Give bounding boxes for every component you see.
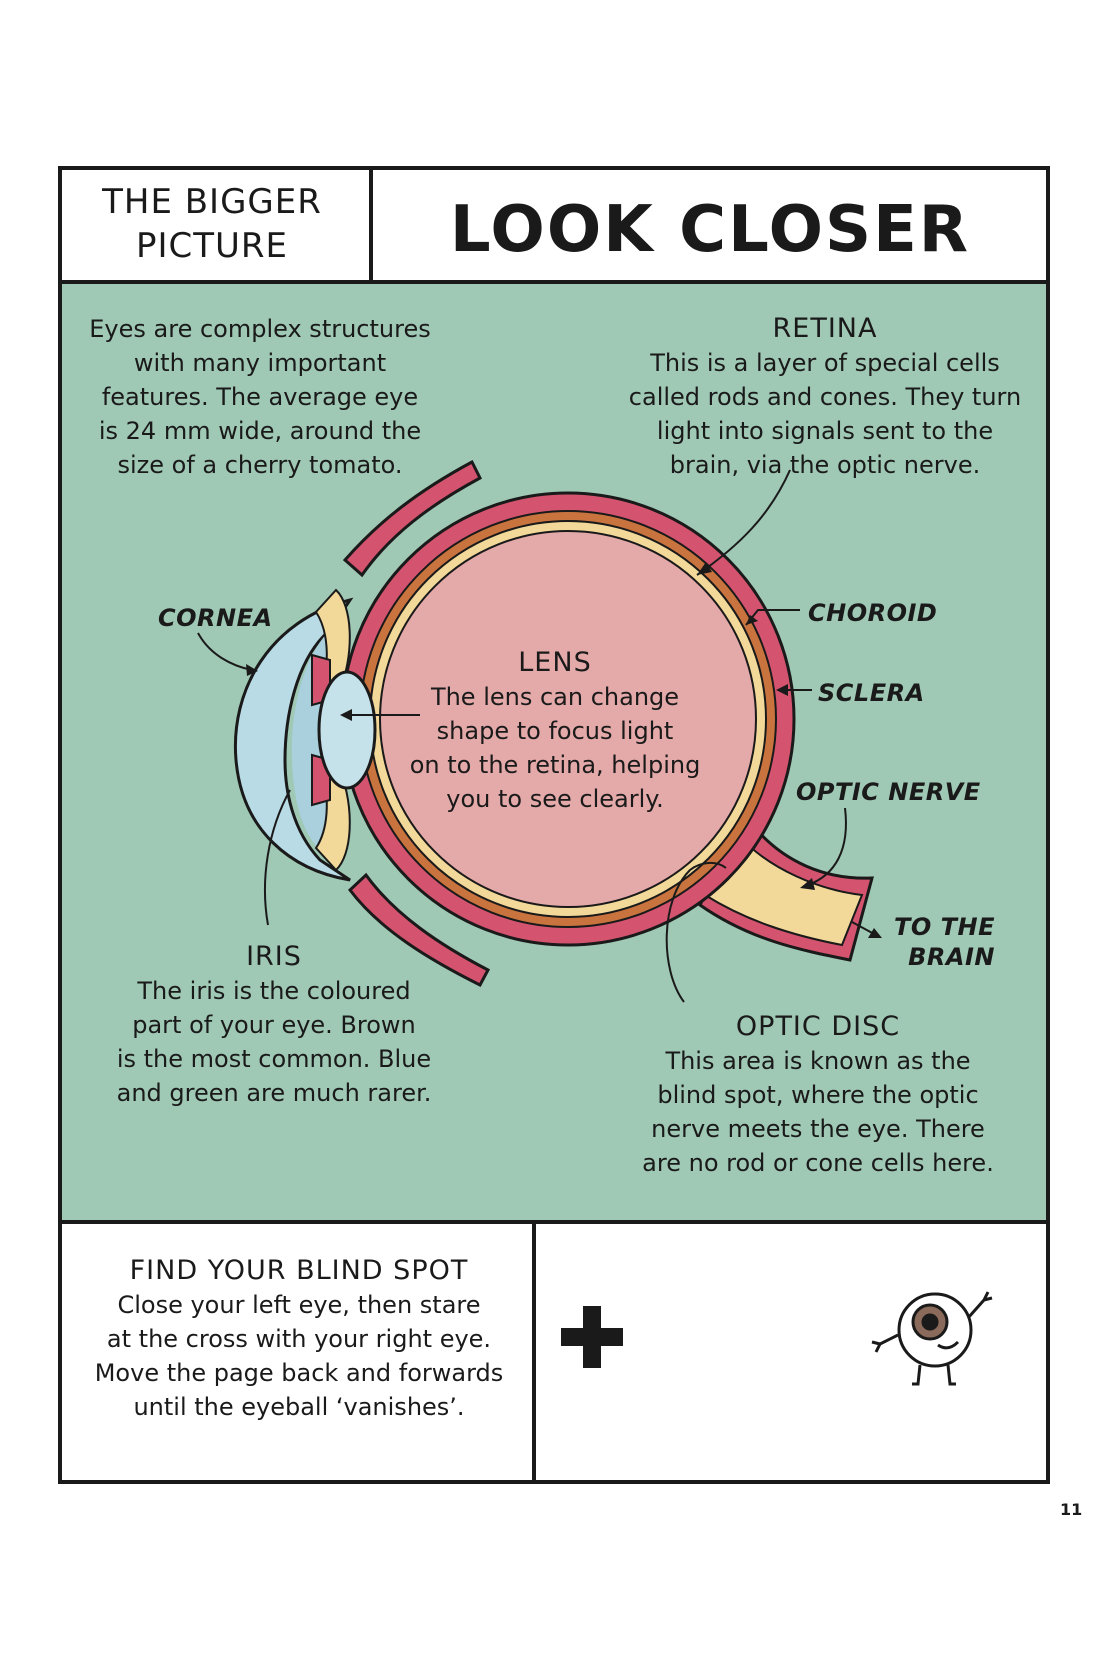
blind-spot-instructions: FIND YOUR BLIND SPOT Close your left eye… — [84, 1254, 514, 1424]
page-title: LOOK CLOSER — [449, 193, 971, 267]
text-line: called rods and cones. They turn — [628, 383, 1022, 411]
lens-heading: LENS — [518, 647, 592, 678]
text-line: light into signals sent to the — [656, 417, 994, 445]
text-line: brain, via the optic nerve. — [669, 451, 981, 479]
upper-eyelid — [342, 459, 482, 578]
optic-nerve-arrowhead — [800, 878, 815, 890]
text-line: This area is known as the — [665, 1047, 971, 1075]
iris-heading: IRIS — [246, 941, 302, 972]
optic-disc-arrow — [665, 862, 727, 1003]
intro-text: Eyes are complex structures with many im… — [70, 312, 450, 482]
text-line: nerve meets the eye. There — [651, 1115, 985, 1143]
to-the-line: TO THE — [894, 913, 995, 941]
optic-nerve-arrow — [807, 807, 847, 886]
text-line: are no rod or cone cells here. — [642, 1149, 994, 1177]
text-line: size of a cherry tomato. — [117, 451, 403, 479]
text-line: Close your left eye, then stare — [117, 1291, 481, 1319]
retina-arrow — [696, 469, 791, 576]
cornea-shape — [233, 597, 354, 882]
header-title-box — [369, 166, 1050, 284]
cornea-arrow — [197, 632, 253, 671]
text-line: until the eyeball ‘vanishes’. — [133, 1393, 465, 1421]
text-line: and green are much rarer. — [116, 1079, 432, 1107]
text-line: The iris is the coloured — [137, 977, 411, 1005]
cross-icon — [561, 1306, 623, 1368]
text-line: The lens can change — [430, 683, 680, 711]
cornea-label: CORNEA — [158, 604, 273, 632]
retina-callout: RETINA This is a layer of special cells … — [610, 312, 1040, 482]
text-line: on to the retina, helping — [409, 751, 701, 779]
lens-callout: LENS The lens can change shape to focus … — [400, 646, 710, 816]
blind-spot-heading: FIND YOUR BLIND SPOT — [129, 1255, 469, 1286]
text-line: is the most common. Blue — [116, 1045, 432, 1073]
text-line: Eyes are complex structures — [89, 315, 431, 343]
section-tag-line: THE BIGGER — [102, 182, 322, 222]
section-tag: THE BIGGER PICTURE — [62, 180, 362, 268]
optic-nerve-label: OPTIC NERVE — [796, 778, 981, 806]
text-line: shape to focus light — [436, 717, 674, 745]
eyeball-character-icon — [871, 1291, 993, 1386]
brain-line: BRAIN — [908, 943, 995, 971]
page-number: 11 — [1060, 1500, 1083, 1519]
text-line: part of your eye. Brown — [132, 1011, 416, 1039]
sclera-arrowhead — [776, 684, 788, 696]
retina-heading: RETINA — [772, 313, 878, 344]
text-line: at the cross with your right eye. — [106, 1325, 492, 1353]
text-line: you to see clearly. — [446, 785, 664, 813]
to-brain-arrowhead — [868, 928, 882, 938]
lens-arrowhead — [340, 709, 352, 721]
cornea-arrowhead — [246, 664, 258, 676]
choroid-label: CHOROID — [808, 599, 938, 627]
lens-shape — [317, 670, 377, 790]
lower-eyelid — [347, 872, 491, 987]
text-line: blind spot, where the optic — [657, 1081, 979, 1109]
retina-arrowhead — [697, 562, 712, 575]
vitreous-body — [379, 530, 757, 908]
iris-arrow — [263, 789, 291, 926]
text-line: is 24 mm wide, around the — [98, 417, 422, 445]
text-line: features. The average eye — [101, 383, 419, 411]
iris-callout: IRIS The iris is the coloured part of yo… — [84, 940, 464, 1110]
choroid-arrowhead — [746, 615, 758, 625]
text-line: with many important — [133, 349, 387, 377]
optic-disc-callout: OPTIC DISC This area is known as the bli… — [598, 1010, 1038, 1180]
section-tag-line: PICTURE — [135, 226, 289, 266]
optic-disc-heading: OPTIC DISC — [735, 1011, 901, 1042]
text-line: This is a layer of special cells — [650, 349, 1000, 377]
text-line: Move the page back and forwards — [94, 1359, 504, 1387]
to-the-brain-label: TO THE BRAIN — [894, 912, 995, 972]
sclera-label: SCLERA — [818, 679, 925, 707]
